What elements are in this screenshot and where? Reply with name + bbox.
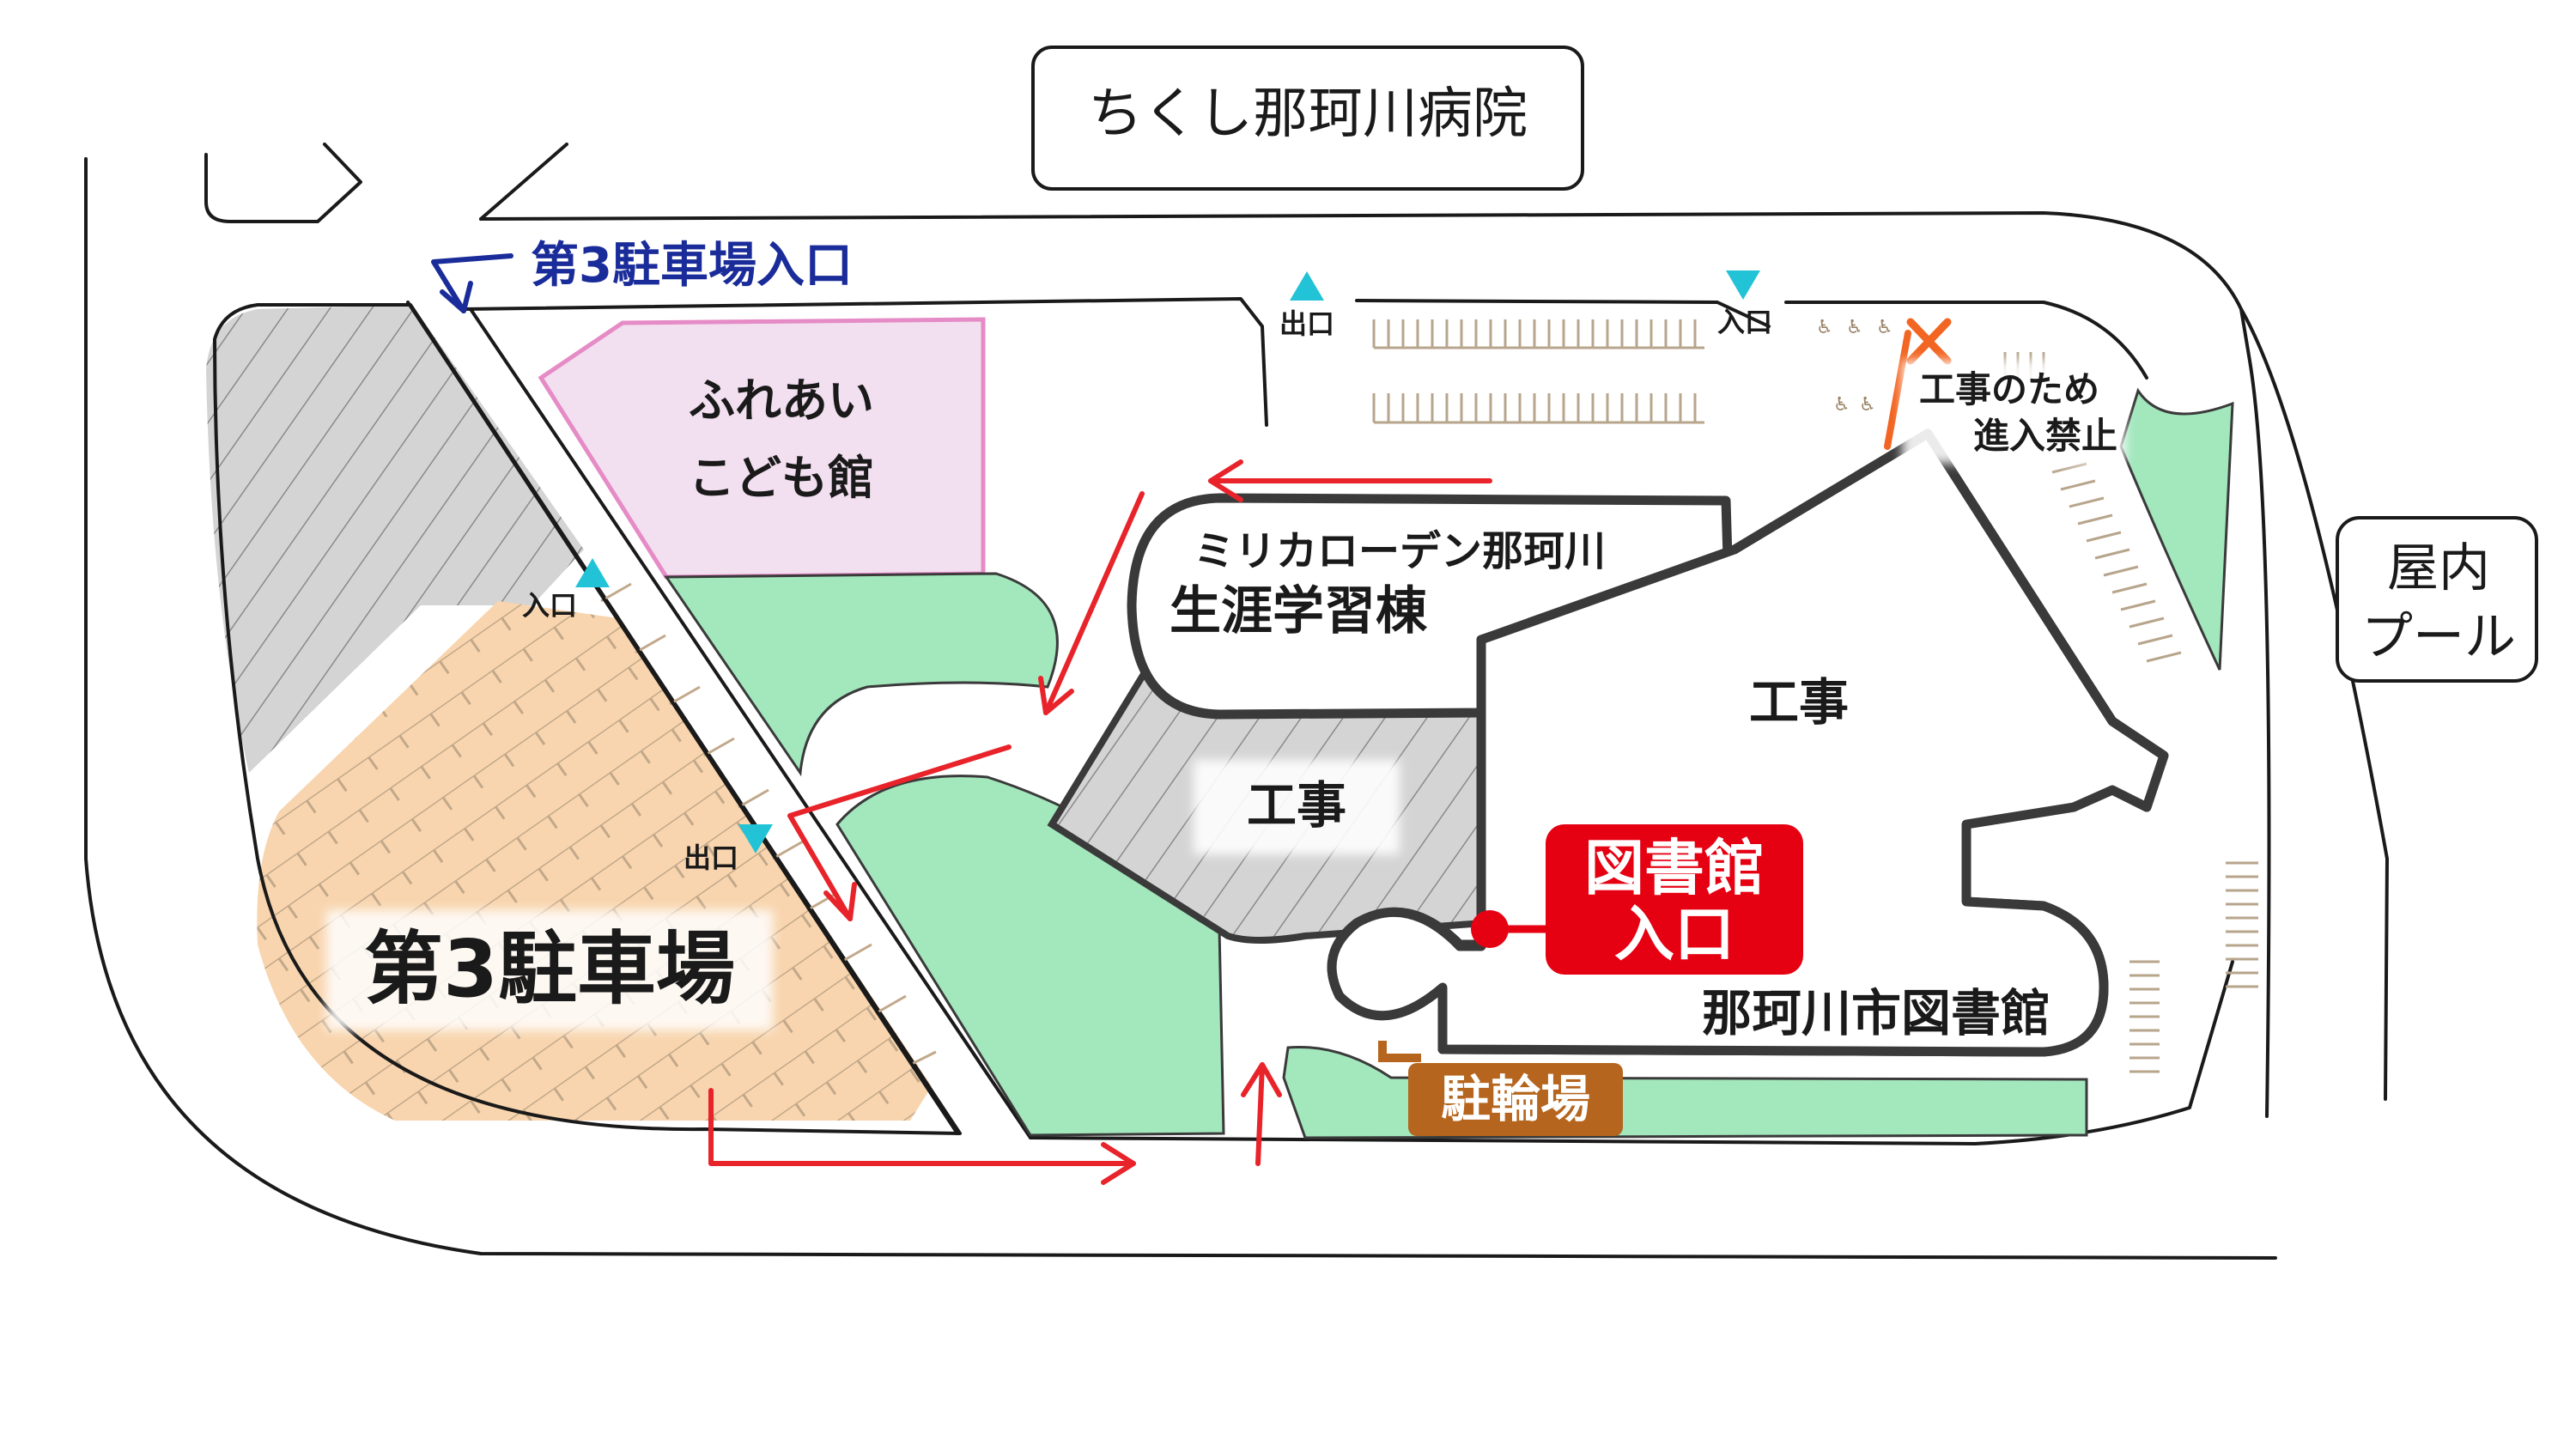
triangle-down-icon <box>738 824 773 854</box>
millica-label-line1: ミリカローデン那珂川 <box>1194 527 1606 575</box>
triangle-down-icon <box>1726 270 1760 300</box>
triangle-up-icon <box>575 558 610 587</box>
parking-stall-line <box>2051 462 2087 474</box>
parking-stall-line <box>2069 496 2105 508</box>
wheelchair-icon: ♿ <box>1876 317 1893 338</box>
entrance-label-left: 入口 <box>522 589 577 622</box>
library-entrance-label-line2: 入口 <box>1614 899 1735 969</box>
entrance-label-top: 入口 <box>1717 306 1772 338</box>
fureai-kodomo-kan-building <box>538 317 986 580</box>
hospital-label-box <box>1031 46 1584 191</box>
library-entrance-badge <box>1546 824 1803 975</box>
pool-label-box <box>2336 516 2538 683</box>
parking-stall-line <box>2129 617 2165 629</box>
library-label: 那珂川市図書館 <box>1702 984 2050 1042</box>
exit-label-top: 出口 <box>1279 307 1334 340</box>
bicycle-parking-label: 駐輪場 <box>1441 1070 1590 1128</box>
library-entrance-label-line1: 図書館 <box>1584 833 1765 903</box>
construction-label-east: 工事 <box>1749 673 1849 732</box>
pool-label-line2: プール <box>2361 607 2516 667</box>
parking-stall-line <box>2120 599 2156 611</box>
no-entry-label-line2: 進入禁止 <box>1973 415 2117 457</box>
triangle-up-icon <box>1290 271 1324 301</box>
parking-stall-line <box>2103 565 2139 577</box>
parking-stall-line <box>2060 479 2096 491</box>
exit-label-left: 出口 <box>683 841 738 874</box>
parking3-entrance-arrow <box>431 253 513 313</box>
parking-stall-line <box>2111 582 2148 594</box>
parking-stall-line <box>2094 548 2130 560</box>
cross-mark-icon <box>1906 318 1952 365</box>
bicycle-parking-badge <box>1408 1063 1623 1136</box>
pool-label-line1: 屋内 <box>2387 538 2490 598</box>
no-entry-label-line1: 工事のため <box>1919 368 2099 410</box>
fureai-label-line2: こども館 <box>689 451 874 505</box>
parking-stall-line <box>2086 531 2122 543</box>
stall-ticks-diagonal <box>600 582 937 1066</box>
millica-label-line2: 生涯学習棟 <box>1170 581 1428 641</box>
wheelchair-icon: ♿ <box>1846 317 1863 338</box>
top-parking-stalls: ♿ ♿ ♿ ♿ ♿ <box>1372 317 2258 1073</box>
route-arrows <box>708 459 1492 1185</box>
wheelchair-icon: ♿ <box>1833 394 1850 416</box>
library-entrance-dot <box>1471 910 1509 948</box>
parking3-entrance-label: 第3駐車場入口 <box>531 238 853 294</box>
parking3-label: 第3駐車場 <box>364 923 735 1015</box>
parking-stall-line <box>2137 634 2173 646</box>
wheelchair-icon: ♿ <box>1816 317 1833 338</box>
fureai-label-line1: ふれあい <box>689 374 874 428</box>
no-entry-barrier <box>1884 330 1911 450</box>
parking-stall-line <box>2146 651 2182 663</box>
parking-stall-line <box>2077 513 2113 526</box>
roads <box>84 143 2389 1260</box>
millica-lifelong-learning-building <box>1127 493 1733 720</box>
hospital-label: ちくし那珂川病院 <box>1088 82 1528 146</box>
construction-label-west: 工事 <box>1247 776 1346 835</box>
wheelchair-icon: ♿ <box>1859 394 1876 416</box>
